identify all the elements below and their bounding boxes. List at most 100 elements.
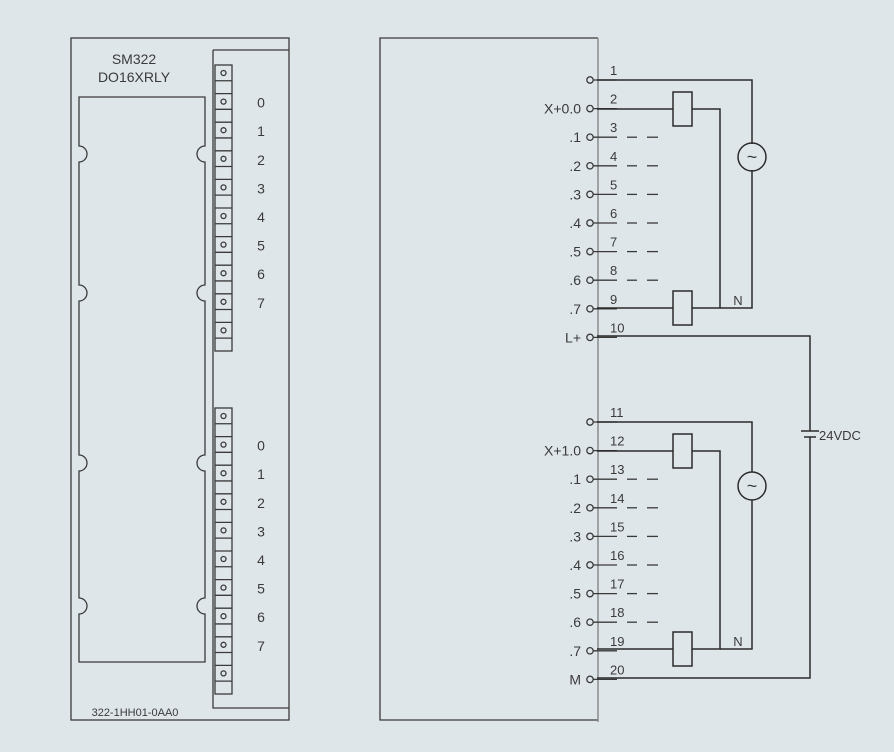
screw-terminal-icon [220, 670, 227, 677]
channel-label: 5 [257, 238, 265, 254]
ac-source-symbol: ~ [747, 147, 758, 167]
screw-terminal-icon [220, 641, 227, 648]
terminal-address: .6 [569, 272, 581, 288]
screw-terminal-icon [220, 270, 227, 277]
terminal-address: .1 [569, 129, 581, 145]
neutral-label: N [733, 293, 742, 308]
terminal-12: 12X+1.0 [544, 434, 624, 459]
terminal-20: 20M [569, 662, 624, 687]
screw-terminal-icon [220, 412, 227, 420]
screw-terminal-icon [220, 470, 227, 477]
terminal-address: .3 [569, 186, 581, 202]
channel-label: 6 [257, 609, 265, 625]
terminal-address: .4 [569, 557, 581, 573]
channel-label: 4 [257, 552, 265, 568]
terminal-number: 10 [610, 320, 624, 335]
screw-terminal-icon [220, 241, 227, 248]
terminal-icon [586, 76, 594, 84]
terminal-address: .2 [569, 500, 581, 516]
terminal-address: .1 [569, 471, 581, 487]
terminal-3: 3.1 [569, 120, 658, 145]
terminal-icon [586, 219, 594, 227]
diagram-outline [379, 37, 598, 721]
terminal-address: .3 [569, 528, 581, 544]
module-outline [70, 37, 290, 721]
screw-terminal-icon [220, 527, 227, 534]
terminal-icon [586, 503, 594, 512]
terminal-icon [586, 276, 594, 285]
terminal-icon [586, 304, 594, 313]
terminal-number: 20 [610, 662, 624, 677]
terminal-icon [586, 446, 594, 455]
terminal-number: 2 [610, 92, 617, 107]
screw-terminal-icon [220, 69, 227, 77]
channel-label: 2 [257, 495, 265, 511]
terminal-16: 16.4 [569, 548, 658, 573]
terminal-icon [586, 646, 594, 655]
terminal-address: M [569, 671, 581, 687]
terminal-18: 18.6 [569, 605, 658, 630]
terminal-17: 17.5 [569, 577, 658, 602]
terminal-icon [586, 561, 594, 569]
terminal-number: 18 [610, 605, 624, 620]
terminal-icon [586, 133, 594, 142]
channel-label: 0 [257, 95, 265, 111]
neutral-label: N [733, 634, 742, 649]
terminal-icon [586, 161, 594, 170]
terminal-10: 10L+ [565, 320, 624, 345]
terminal-address: .7 [569, 301, 581, 317]
terminal-number: 11 [610, 405, 624, 420]
terminal-13: 13.1 [569, 462, 658, 487]
terminal-number: 7 [610, 235, 617, 250]
screw-terminal-icon [220, 555, 227, 563]
terminal-icon [586, 333, 594, 342]
terminal-number: 15 [610, 519, 624, 534]
ac-source-icon [737, 142, 767, 172]
terminal-number: 8 [610, 263, 617, 278]
screw-terminal-icon [220, 98, 227, 105]
terminal-number: 5 [610, 177, 617, 192]
screw-terminal-icon [220, 441, 227, 448]
channel-label: 7 [257, 638, 265, 654]
lower-terminal-strip [214, 407, 233, 695]
channel-label: 2 [257, 152, 265, 168]
upper-group-wiring: ~ N [597, 79, 767, 326]
terminal-2: 2X+0.0 [544, 92, 617, 117]
module-name: SM322 [112, 51, 157, 67]
screw-terminal-icon [220, 298, 227, 305]
terminal-8: 8.6 [569, 263, 658, 288]
terminal-7: 7.5 [569, 235, 658, 260]
label-window [78, 96, 206, 663]
relay-coil-load [672, 91, 693, 127]
dc-supply-wiring: 24VDC [597, 335, 861, 679]
screw-terminal-icon [220, 127, 227, 134]
terminal-icon [586, 418, 594, 426]
terminal-6: 6.4 [569, 206, 658, 231]
order-number: 322-1HH01-0AA0 [92, 707, 179, 719]
terminal-address: .5 [569, 586, 581, 602]
channel-label: 0 [257, 438, 265, 454]
terminal-14: 14.2 [569, 491, 658, 516]
terminal-address: .2 [569, 158, 581, 174]
ac-source-icon [737, 471, 767, 501]
terminal-icon [586, 532, 594, 541]
terminal-9: 9.7 [569, 292, 617, 317]
terminal-icon [586, 589, 594, 598]
channel-label: 1 [257, 123, 265, 139]
terminal-number: 19 [610, 634, 624, 649]
terminal-number: 12 [610, 434, 624, 449]
channel-label: 1 [257, 466, 265, 482]
screw-terminal-icon [220, 327, 227, 334]
channel-label: 6 [257, 266, 265, 282]
terminal-icon [586, 475, 594, 484]
supply-label: 24VDC [819, 428, 861, 443]
screw-terminal-icon [220, 613, 227, 620]
terminal-cover [212, 49, 289, 709]
screw-terminal-icon [220, 184, 227, 191]
terminal-number: 17 [610, 577, 624, 592]
terminal-number: 3 [610, 120, 617, 135]
